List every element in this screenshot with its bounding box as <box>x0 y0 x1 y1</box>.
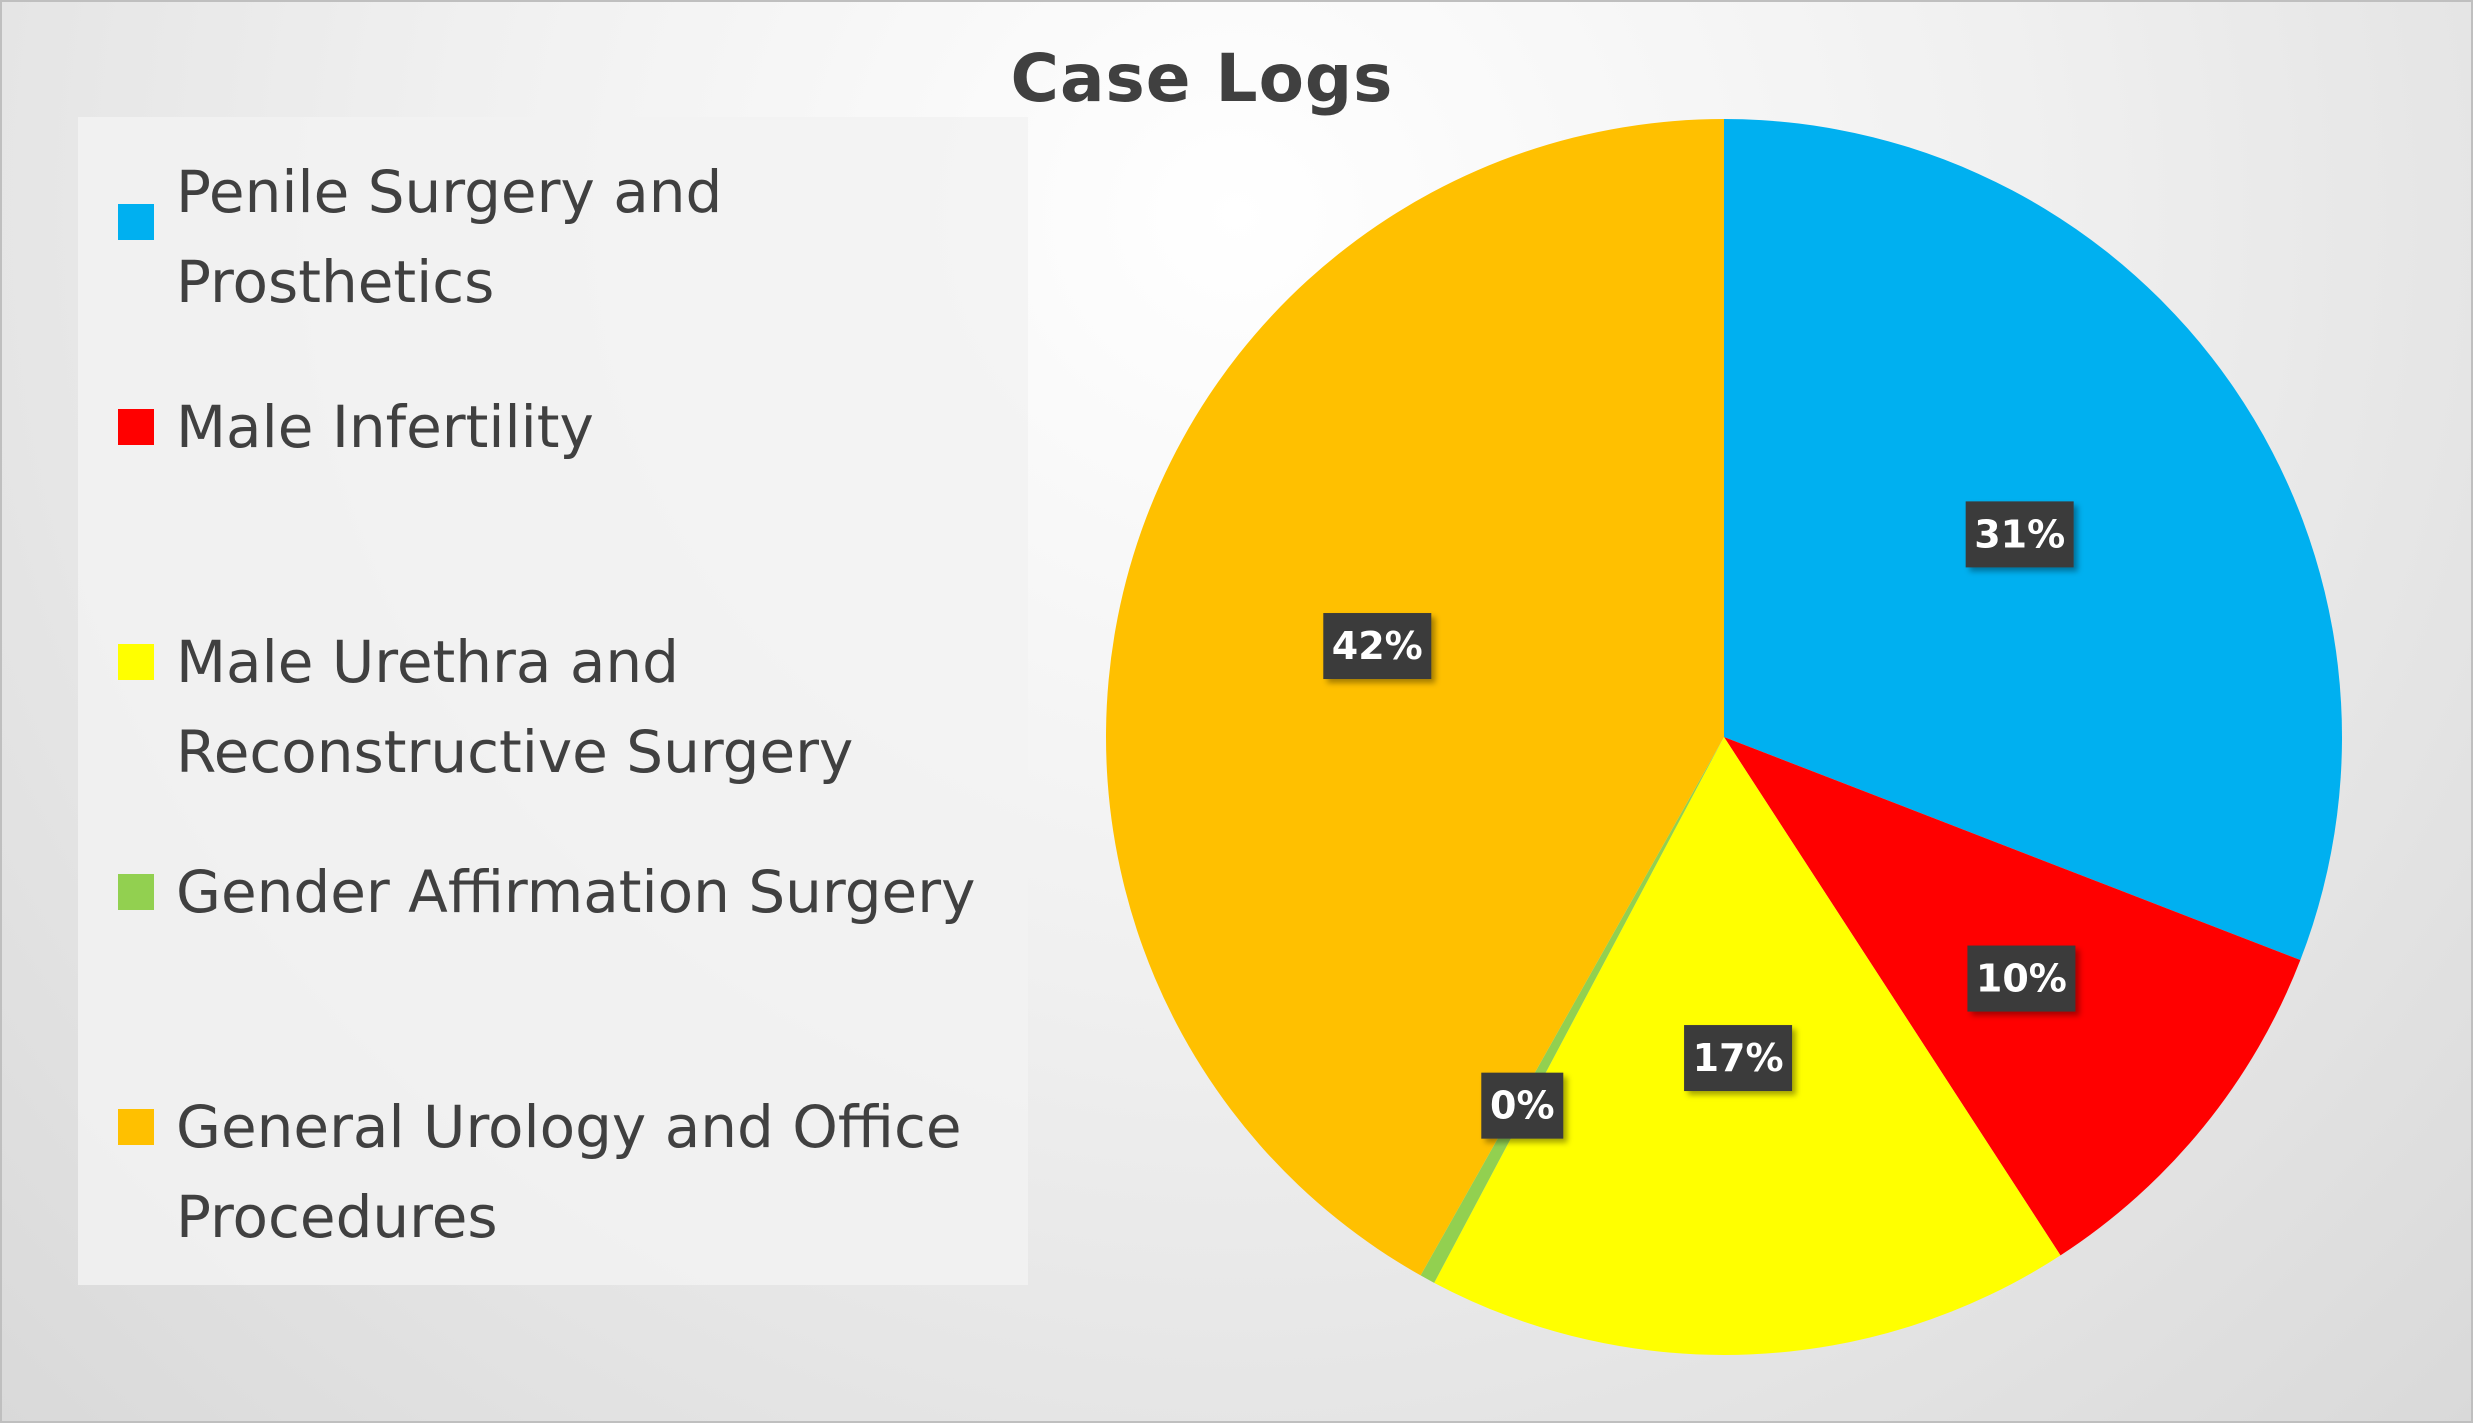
legend-label-gender: Gender Affirmation Surgery <box>176 858 976 926</box>
data-label-text-penile: 31% <box>1974 512 2065 556</box>
legend: Penile Surgery and Prosthetics Male Infe… <box>78 117 1028 1285</box>
legend-label-infertility: Male Infertility <box>176 393 594 461</box>
legend-swatch-general <box>118 1109 154 1145</box>
data-label-text-gender: 0% <box>1490 1084 1555 1128</box>
data-label-urethra: 17% <box>1684 1025 1793 1092</box>
legend-label-general: General Urology and Office Procedures <box>176 1093 962 1251</box>
chart-title: Case Logs <box>1010 40 1394 117</box>
data-label-box-general <box>1323 613 1432 680</box>
pie-slices <box>1106 119 2342 1355</box>
data-label-text-urethra: 17% <box>1693 1036 1784 1080</box>
pie-slice-gender <box>1420 737 1724 1283</box>
data-label-gender: 0% <box>1481 1072 1564 1139</box>
legend-swatch-penile <box>118 204 154 240</box>
legend-label-penile: Penile Surgery and Prosthetics <box>176 158 723 316</box>
data-label-text-general: 42% <box>1332 624 1423 668</box>
pie-slice-general <box>1106 119 1724 1276</box>
legend-swatch-urethra <box>118 644 154 680</box>
legend-swatch-gender <box>118 874 154 910</box>
data-label-box-urethra <box>1684 1025 1793 1092</box>
data-label-penile: 31% <box>1965 501 2074 568</box>
data-label-box-infertility <box>1967 945 2076 1012</box>
data-label-box-penile <box>1965 501 2074 568</box>
data-label-box-gender <box>1481 1072 1564 1139</box>
data-label-text-infertility: 10% <box>1976 957 2067 1001</box>
legend-swatch-infertility <box>118 409 154 445</box>
data-label-general: 42% <box>1323 613 1432 680</box>
data-label-infertility: 10% <box>1967 945 2076 1012</box>
pie-data-labels: 31% 10% 17% 0% 42% <box>1323 501 2076 1139</box>
legend-label-urethra: Male Urethra and Reconstructive Surgery <box>176 628 854 786</box>
